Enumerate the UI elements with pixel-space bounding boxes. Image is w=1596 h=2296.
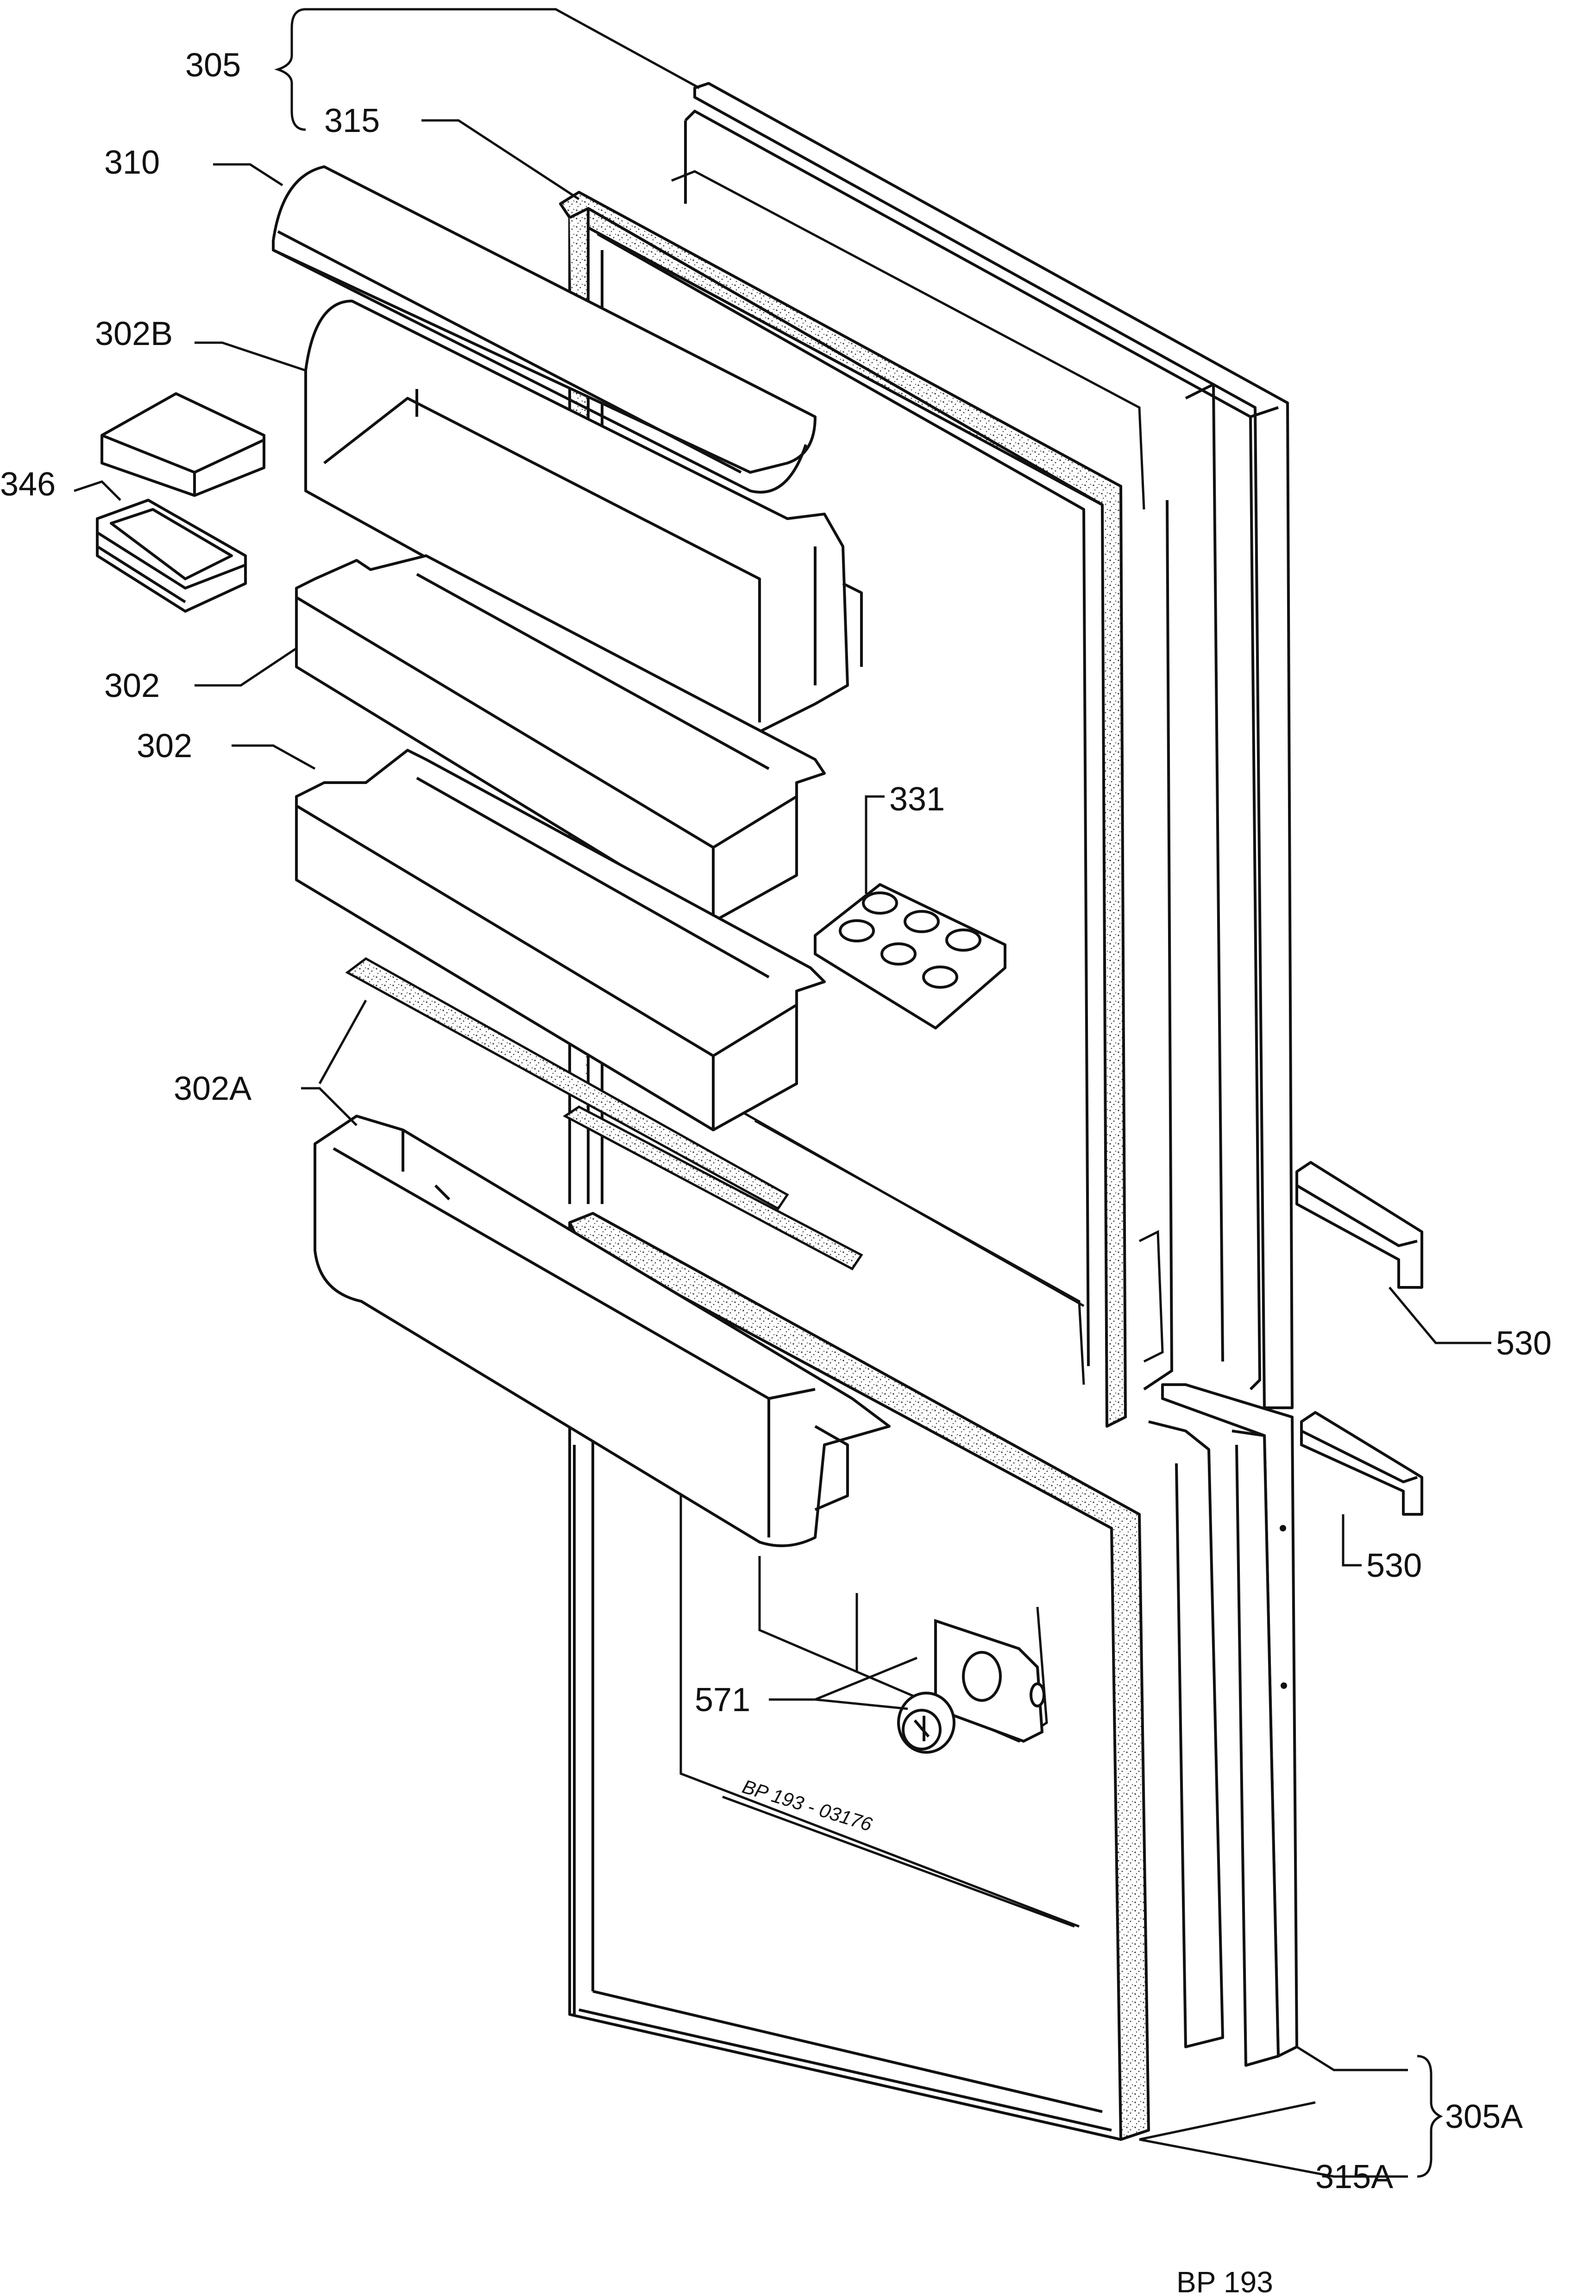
callout-labels: 305 315 310 302B 346 302 302 331 302A 53… [0, 47, 1552, 2196]
leader-lines [74, 8, 1491, 2178]
label-530-lower: 530 [1366, 1547, 1422, 1584]
control-knob [897, 1692, 955, 1754]
hinge-lower [1300, 1411, 1423, 1516]
label-315a: 315A [1315, 2158, 1393, 2196]
lower-door-liner [679, 1445, 1080, 1928]
control-panel [934, 1618, 1045, 1743]
upper-door-liner [671, 170, 1164, 1385]
butter-box [96, 392, 265, 613]
label-315: 315 [324, 102, 380, 139]
shelf-flap [272, 165, 817, 494]
lower-door-hinge-dots [1280, 1525, 1287, 1689]
drawing-code: BP 193 [1176, 2265, 1273, 2296]
label-302b: 302B [95, 315, 173, 352]
bottle-strip [345, 957, 863, 1271]
label-302-1: 302 [104, 667, 160, 704]
egg-tray [814, 883, 1006, 1029]
hinge-upper [1295, 1161, 1423, 1289]
door-shelf-1 [295, 554, 826, 923]
door-shelf-2 [295, 749, 826, 1131]
label-346: 346 [0, 466, 56, 503]
upper-door [684, 82, 1294, 1409]
label-302a: 302A [174, 1070, 251, 1107]
door-shelf-bottom [314, 1115, 891, 1547]
label-310: 310 [104, 144, 160, 181]
label-305a: 305A [1445, 2098, 1523, 2135]
brace-305a [1417, 2055, 1443, 2178]
label-305: 305 [185, 47, 241, 84]
label-571: 571 [695, 1681, 750, 1719]
brace-305 [274, 8, 306, 131]
bottle-rack [304, 300, 863, 738]
label-302-2: 302 [137, 728, 192, 765]
handwritten-code: BP 193 - 03176 [740, 1775, 875, 1836]
label-331: 331 [889, 781, 945, 818]
label-530-upper: 530 [1496, 1325, 1552, 1362]
lower-door [1148, 1383, 1298, 2067]
